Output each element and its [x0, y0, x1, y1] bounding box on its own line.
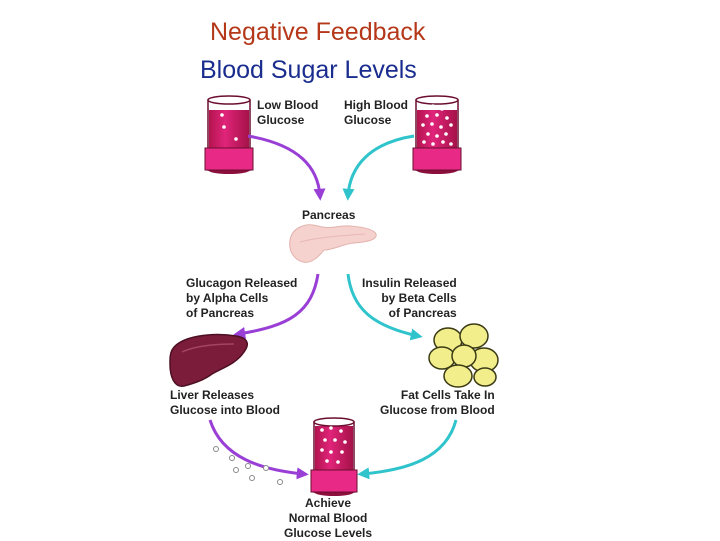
- label-fat-cells: Fat Cells Take In Glucose from Blood: [380, 388, 495, 417]
- label-liver-releases: Liver Releases Glucose into Blood: [170, 388, 280, 417]
- arrow-pancreas-to-glucagon: [233, 273, 320, 339]
- arrow-liver-to-normal: [208, 419, 309, 480]
- label-pancreas: Pancreas: [302, 208, 356, 222]
- label-high-blood-glucose: High Blood Glucose: [344, 98, 408, 127]
- label-achieve-normal: Achieve Normal Blood Glucose Levels: [284, 496, 373, 540]
- arrow-pancreas-to-insulin: [346, 273, 423, 341]
- arrow-fat-to-normal: [357, 419, 458, 480]
- high-glucose-tube-icon: [412, 95, 462, 174]
- arrow-low-to-pancreas: [247, 134, 326, 201]
- pancreas-icon: [289, 224, 377, 263]
- low-glucose-tube-icon: [204, 95, 254, 174]
- arrow-high-to-pancreas: [342, 134, 415, 201]
- label-insulin-released: Insulin Released by Beta Cells of Pancre…: [362, 276, 457, 320]
- title-blood-sugar-levels: Blood Sugar Levels: [200, 56, 417, 84]
- fat-cells-icon: [428, 323, 499, 388]
- label-glucagon-released: Glucagon Released by Alpha Cells of Panc…: [186, 276, 298, 320]
- label-low-blood-glucose: Low Blood Glucose: [257, 98, 319, 127]
- glucose-dots-icon: [213, 446, 283, 485]
- normal-glucose-tube-icon: [310, 417, 358, 496]
- liver-icon: [169, 333, 249, 387]
- title-negative-feedback: Negative Feedback: [210, 18, 426, 46]
